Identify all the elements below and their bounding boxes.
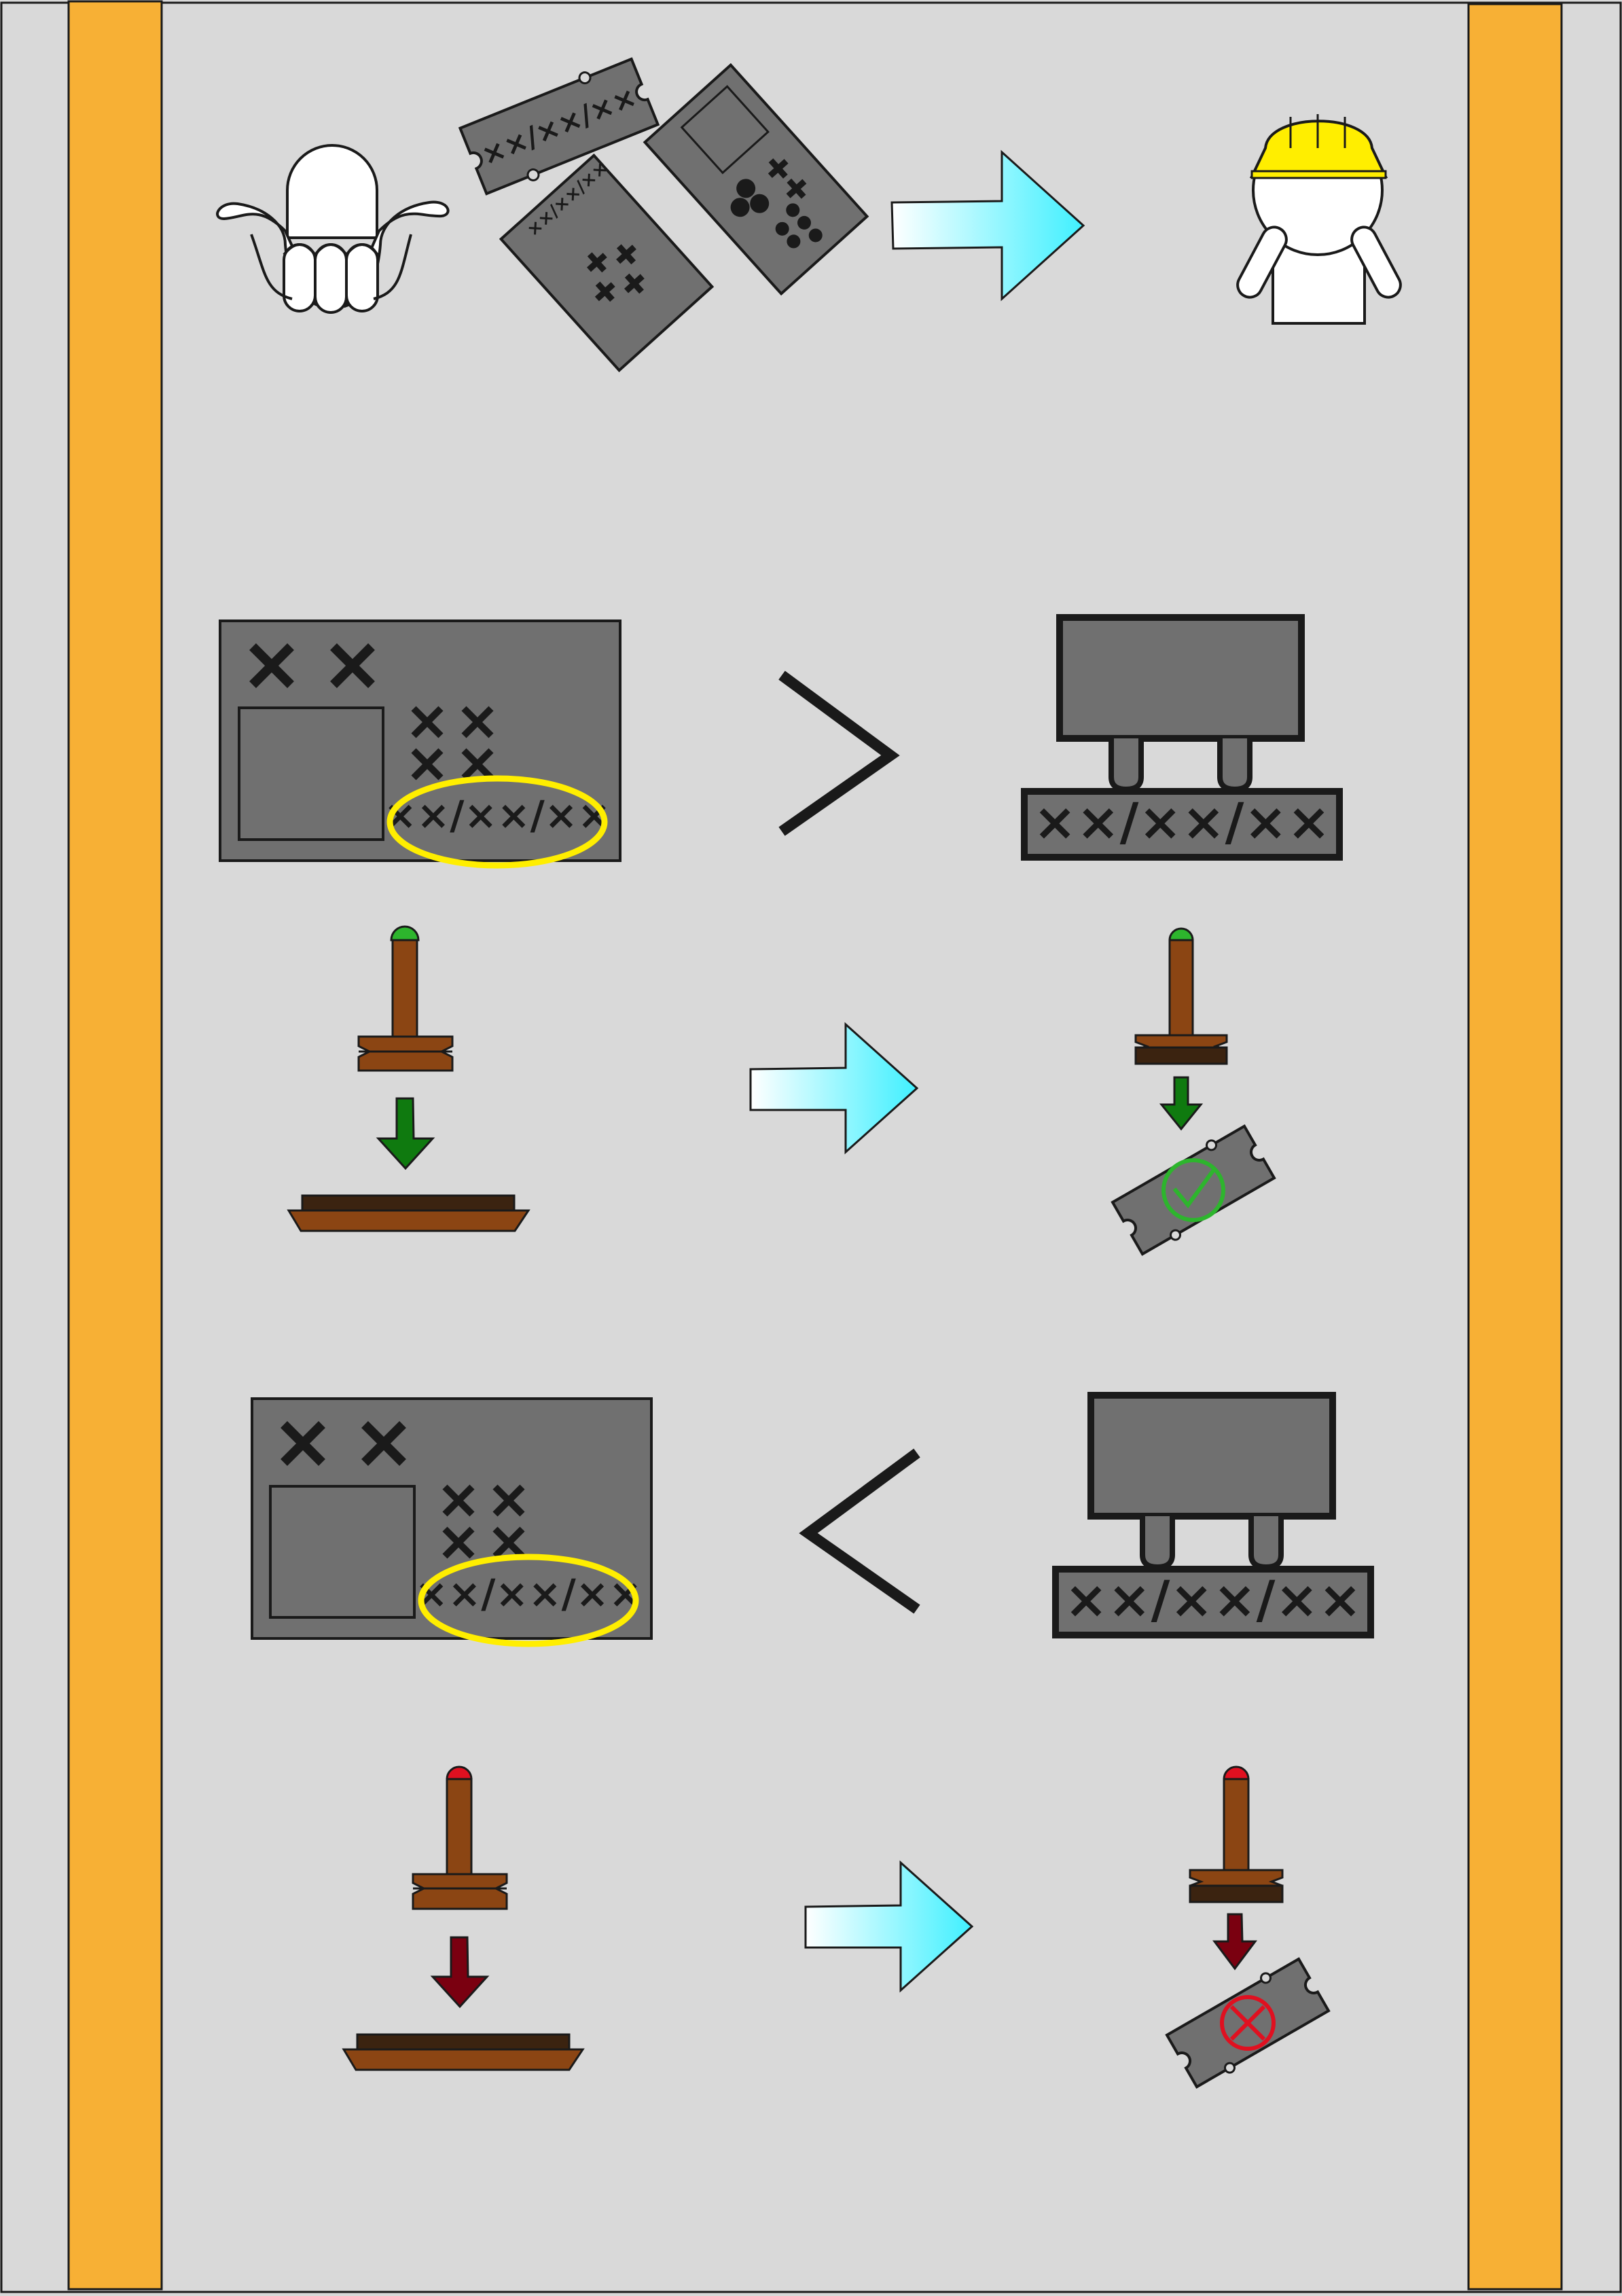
valid-stamp-after (1134, 927, 1228, 1065)
right-arrow-icon (804, 1860, 974, 1993)
document-date: ××/××/×× (384, 792, 611, 838)
valid-row: ××/××/×× ××/××/×× (219, 614, 1343, 1256)
less-than-sign (799, 1448, 920, 1614)
right-arrow-icon (890, 149, 1085, 302)
photo-placeholder (238, 706, 384, 841)
stamp-pad (287, 1194, 530, 1232)
expired-document: ××/××/×× (251, 1397, 653, 1647)
stamp-down-arrow-green (376, 1097, 435, 1170)
expired-machine: ××/××/×× (1052, 1392, 1374, 1638)
worker-helmet-icon (1236, 114, 1402, 325)
stamp-pad (342, 2033, 585, 2071)
right-side-bar (1467, 3, 1563, 2291)
small-down-arrow-red (1212, 1913, 1257, 1971)
expired-row: ××/××/×× ××/××/×× (251, 1392, 1374, 2089)
check-mark-icon (1161, 1158, 1225, 1222)
id-card-icon (643, 62, 869, 296)
document-date: ××/××/×× (415, 1571, 642, 1617)
stamped-ticket-valid (1111, 1124, 1276, 1256)
stamped-ticket-expired (1165, 1957, 1331, 2089)
valid-stamp-before (357, 925, 454, 1072)
date-highlight-ring (386, 775, 608, 869)
greater-than-sign (778, 670, 900, 836)
handover-row: ××/××/×× ××/××/×× (216, 57, 1402, 372)
date-highlight-ring (418, 1554, 639, 1647)
machine-date: ××/××/×× (1064, 1569, 1362, 1630)
valid-document: ××/××/×× (219, 620, 621, 869)
expired-stamp-before (412, 1765, 508, 1910)
valid-machine: ××/××/×× (1021, 614, 1343, 861)
left-side-bar (67, 0, 163, 2291)
stamp-down-arrow-red (430, 1936, 490, 2009)
hands-icon (216, 144, 450, 314)
cross-circle-icon (1220, 1995, 1276, 2051)
machine-date: ××/××/×× (1033, 791, 1331, 852)
small-down-arrow-green (1159, 1076, 1204, 1131)
helmet (1249, 120, 1388, 178)
expired-stamp-after (1189, 1765, 1284, 1903)
right-arrow-icon (749, 1022, 919, 1155)
photo-placeholder (269, 1485, 416, 1619)
